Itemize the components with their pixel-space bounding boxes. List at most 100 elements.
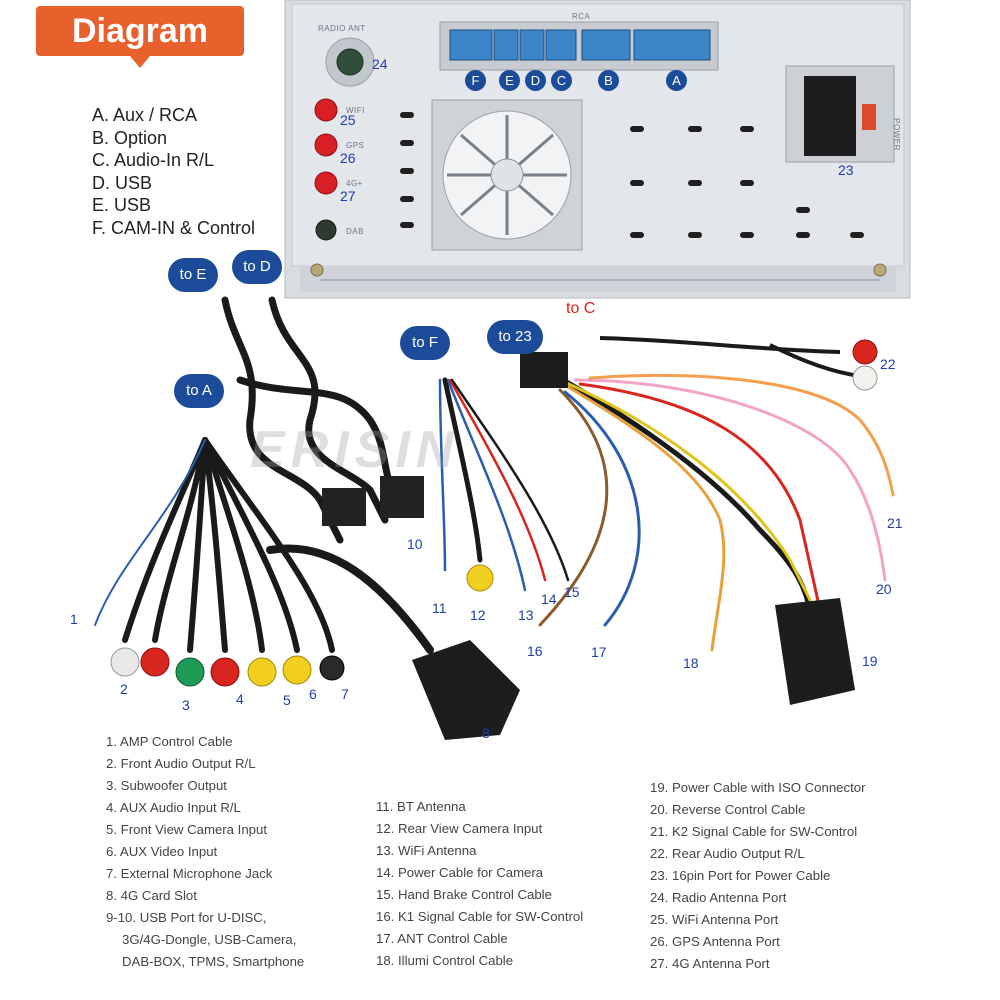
screw-left — [310, 263, 324, 277]
rca-label: RCA — [572, 12, 591, 21]
list-item: 5. Front View Camera Input — [106, 822, 268, 837]
radio-ant-label: RADIO ANT — [318, 24, 366, 33]
power-label: POWER — [891, 118, 901, 151]
power-connector-23 — [520, 352, 568, 388]
dab-label: DAB — [346, 227, 364, 236]
legend-item: B. Option — [92, 127, 168, 148]
target-to-a: to A — [174, 374, 224, 408]
port-letter-b: B — [598, 70, 619, 91]
cable-list-col1: 1. AMP Control Cable 2. Front Audio Outp… — [106, 731, 304, 973]
list-item: 7. External Microphone Jack — [106, 866, 273, 881]
cable-num-19: 19 — [862, 653, 878, 669]
cable-num-4: 4 — [236, 691, 244, 707]
cable-num-14: 14 — [541, 591, 557, 607]
list-item: 27. 4G Antenna Port — [650, 956, 770, 971]
list-item: 26. GPS Antenna Port — [650, 934, 780, 949]
label-27: 27 — [340, 188, 356, 204]
list-item: 8. 4G Card Slot — [106, 888, 197, 903]
target-to-d: to D — [232, 250, 282, 284]
list-item: 25. WiFi Antenna Port — [650, 912, 779, 927]
rear-audio-cable — [599, 336, 861, 378]
list-item: 16. K1 Signal Cable for SW-Control — [376, 909, 584, 924]
list-item: 17. ANT Control Cable — [376, 931, 508, 946]
list-item: 19. Power Cable with ISO Connector — [650, 780, 866, 795]
diagram-title: Diagram — [71, 12, 209, 50]
legend-item: F. CAM-IN & Control — [92, 217, 256, 238]
power-port-16pin — [804, 76, 856, 156]
cable-num-17: 17 — [591, 644, 607, 660]
cable-num-3: 3 — [182, 697, 190, 713]
camera-cable-bundle — [438, 377, 570, 592]
target-to-23: to 23 — [487, 320, 543, 354]
power-cable-bundle — [538, 367, 895, 652]
list-item: 11. BT Antenna — [376, 799, 466, 814]
legend-item: E. USB — [92, 195, 152, 216]
list-item: 24. Radio Antenna Port — [650, 890, 787, 905]
4g-antenna-port — [314, 171, 338, 195]
list-item: 9-10. USB Port for U-DISC, — [106, 910, 267, 925]
cable-num-8: 8 — [482, 725, 490, 741]
list-item: DAB-BOX, TPMS, Smartphone — [122, 954, 305, 969]
cable-num-1: 1 — [70, 611, 78, 627]
gps-label: GPS — [346, 141, 365, 150]
usb-cable-bundle — [221, 296, 404, 544]
cable-num-5: 5 — [283, 692, 291, 708]
dab-port — [315, 219, 337, 241]
port-legend: A. Aux / RCA B. Option C. Audio-In R/L D… — [92, 104, 255, 240]
cable-num-22: 22 — [880, 356, 896, 372]
list-item: 20. Reverse Control Cable — [650, 802, 806, 817]
screw-right — [873, 263, 887, 277]
cable-num-16: 16 — [527, 643, 543, 659]
cable-num-10: 10 — [407, 536, 423, 552]
list-item: 1. AMP Control Cable — [106, 734, 233, 749]
list-item: 6. AUX Video Input — [106, 844, 218, 859]
rca-cable-bundle — [94, 437, 434, 654]
usb-connector-10 — [380, 476, 424, 518]
list-item: 21. K2 Signal Cable for SW-Control — [650, 824, 858, 839]
brand-watermark: ERISIN — [250, 421, 460, 479]
list-item: 12. Rear View Camera Input — [376, 821, 543, 836]
list-item: 2. Front Audio Output R/L — [106, 756, 256, 771]
banner-pointer — [130, 56, 150, 68]
usb-connector-9 — [322, 488, 366, 526]
legend-item: A. Aux / RCA — [92, 105, 198, 125]
rear-audio-plug-red — [852, 339, 878, 365]
target-to-f: to F — [400, 326, 450, 360]
cable-num-21: 21 — [887, 515, 903, 531]
target-to-c: to C — [566, 300, 596, 317]
list-item: 14. Power Cable for Camera — [376, 865, 544, 880]
4g-label: 4G+ — [346, 179, 363, 188]
wifi-label: WIFI — [346, 106, 365, 115]
list-item: 15. Hand Brake Control Cable — [376, 887, 552, 902]
cable-num-15: 15 — [564, 584, 580, 600]
cable-list-col3: 19. Power Cable with ISO Connector 20. R… — [650, 777, 866, 975]
cable-num-6: 6 — [309, 686, 317, 702]
rca-plugs — [110, 647, 345, 687]
list-item: 18. Illumi Control Cable — [376, 953, 514, 968]
cable-list-col2: 11. BT Antenna 12. Rear View Camera Inpu… — [376, 796, 583, 972]
cable-num-20: 20 — [876, 581, 892, 597]
4g-card-slot — [412, 640, 520, 740]
list-item: 3. Subwoofer Output — [106, 778, 227, 793]
label-24: 24 — [372, 56, 388, 72]
cable-num-12: 12 — [470, 607, 486, 623]
cable-num-7: 7 — [341, 686, 349, 702]
port-letter-f: F — [465, 70, 486, 91]
target-to-e: to E — [168, 258, 218, 292]
list-item: 3G/4G-Dongle, USB-Camera, — [122, 932, 297, 947]
port-letter-a: A — [666, 70, 687, 91]
label-26: 26 — [340, 150, 356, 166]
rear-audio-plug-white — [852, 365, 878, 391]
list-item: 23. 16pin Port for Power Cable — [650, 868, 831, 883]
cable-num-11: 11 — [432, 600, 447, 616]
port-letter-d: D — [525, 70, 546, 91]
rear-camera-plug — [466, 564, 494, 592]
cable-num-2: 2 — [120, 681, 128, 697]
port-letter-e: E — [499, 70, 520, 91]
gps-antenna-port — [314, 133, 338, 157]
list-item: 4. AUX Audio Input R/L — [106, 800, 241, 815]
list-item: 13. WiFi Antenna — [376, 843, 477, 858]
cable-num-13: 13 — [518, 607, 534, 623]
list-item: 22. Rear Audio Output R/L — [650, 846, 805, 861]
